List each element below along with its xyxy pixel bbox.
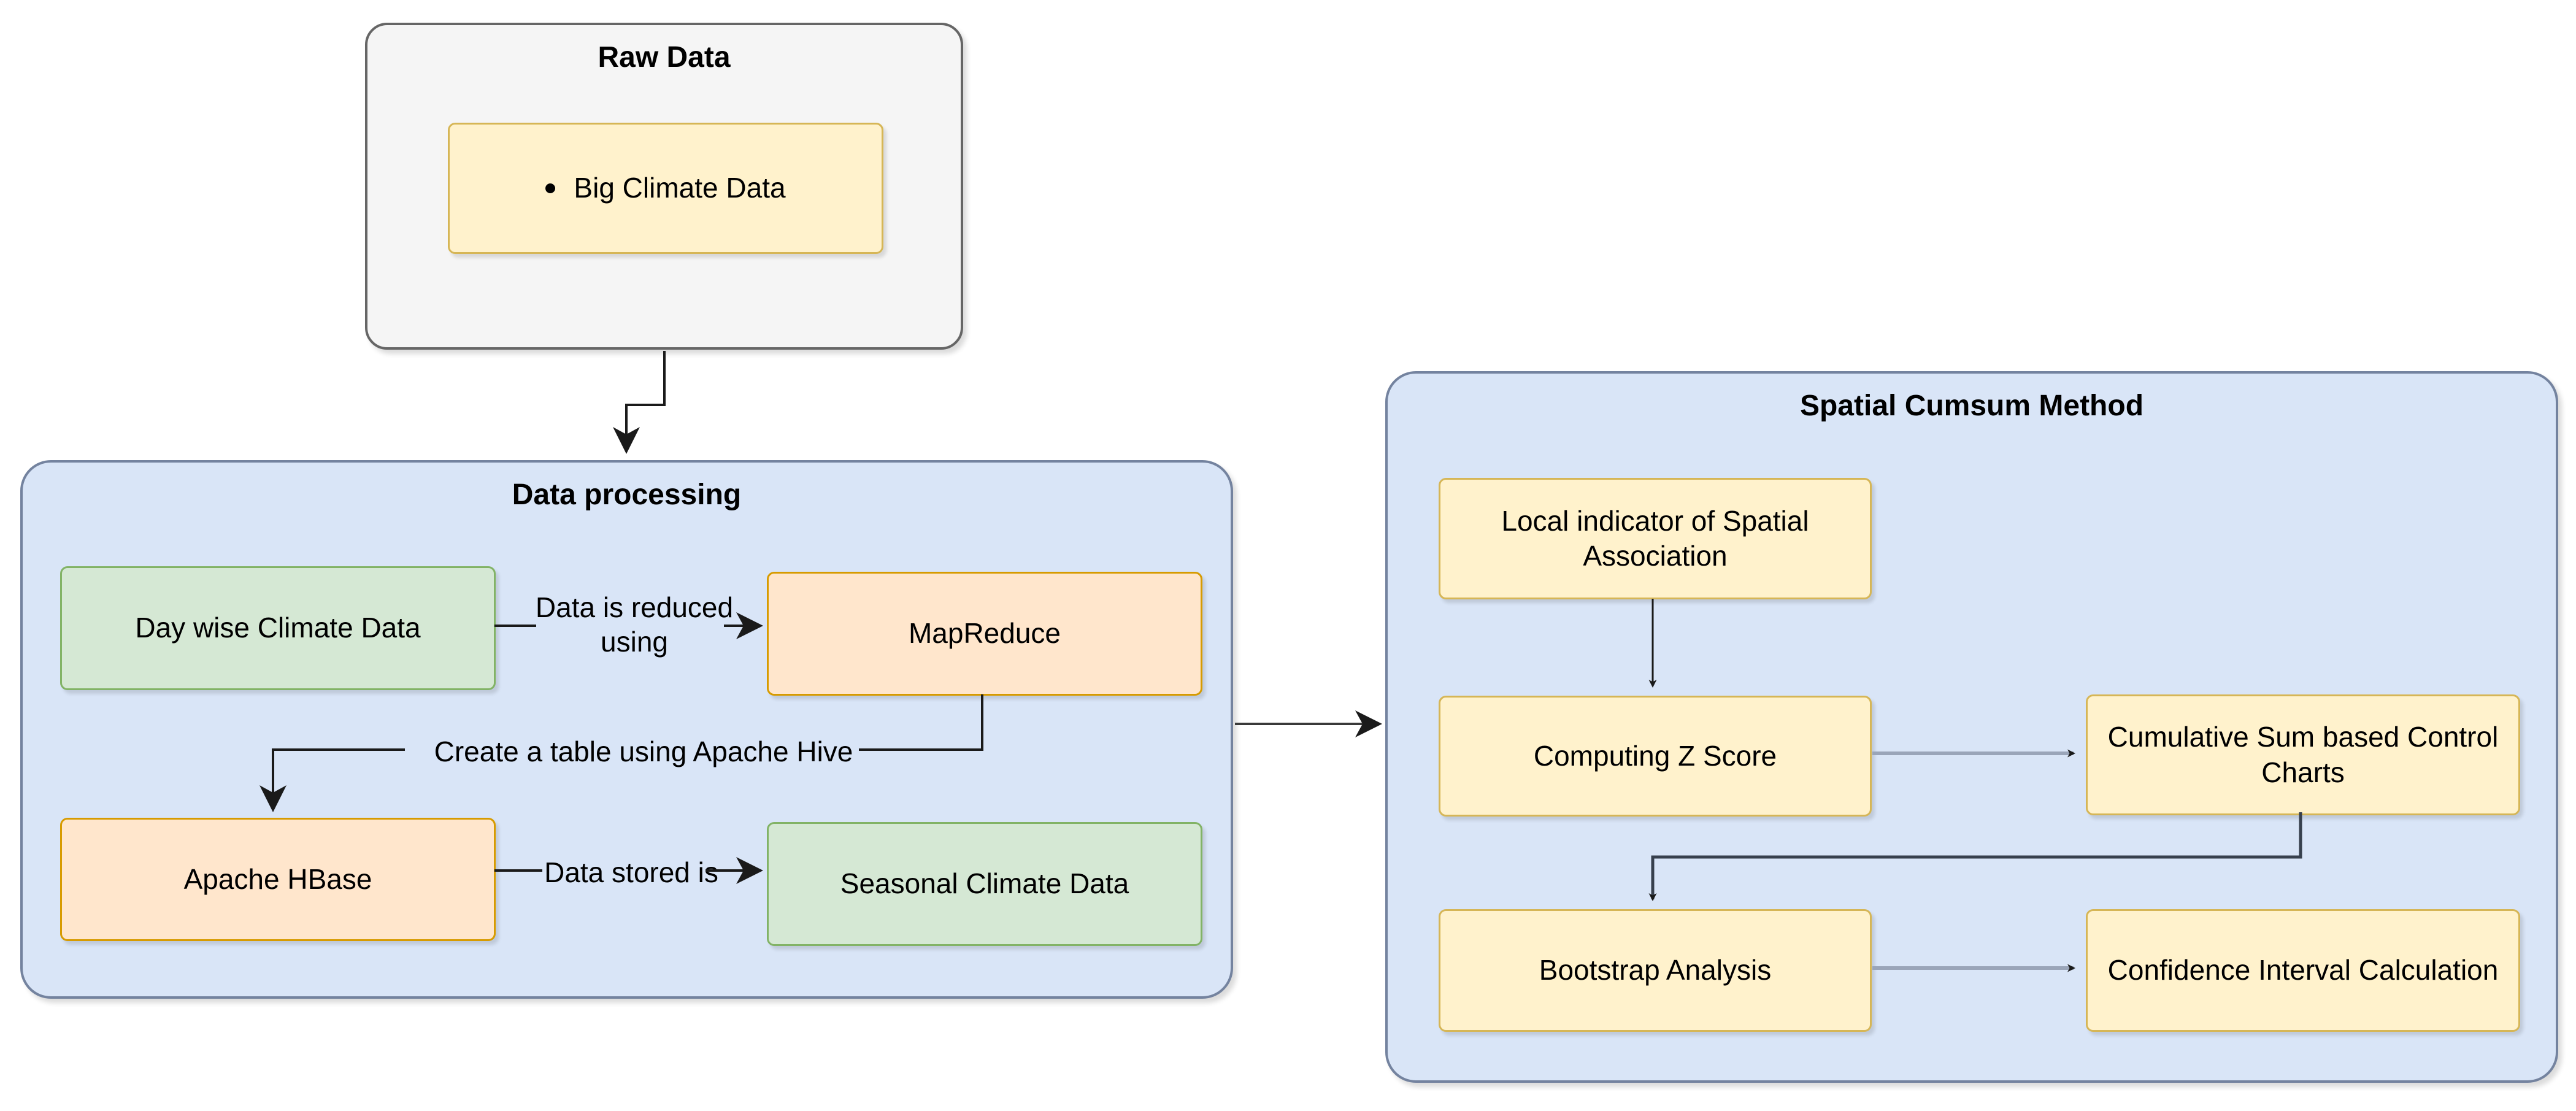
- node-computing-z-score: Computing Z Score: [1439, 696, 1872, 817]
- container-raw-data-title: Raw Data: [598, 41, 731, 74]
- edge-label-data-is-reduced-using: Data is reduced using: [535, 591, 734, 658]
- node-apache-hbase-label: Apache HBase: [183, 863, 372, 895]
- node-big-climate-data-label: Big Climate Data: [574, 172, 786, 204]
- node-map-reduce-label: MapReduce: [908, 617, 1061, 650]
- container-spatial-cumsum: Spatial Cumsum Method Local indicator of…: [1385, 371, 2558, 1083]
- node-seasonal-label: Seasonal Climate Data: [840, 867, 1129, 900]
- node-computing-z-score-label: Computing Z Score: [1533, 739, 1777, 772]
- node-bootstrap-analysis-label: Bootstrap Analysis: [1539, 954, 1772, 986]
- node-bootstrap-analysis: Bootstrap Analysis: [1439, 909, 1872, 1032]
- node-confidence-interval: Confidence Interval Calculation: [2086, 909, 2520, 1032]
- container-data-processing-title: Data processing: [512, 479, 742, 511]
- container-raw-data: Raw Data Big Climate Data: [365, 23, 963, 350]
- node-day-wise-label: Day wise Climate Data: [135, 612, 421, 644]
- edge-raw-to-processing: [613, 351, 666, 454]
- node-day-wise-climate-data: Day wise Climate Data: [60, 566, 496, 690]
- node-confidence-interval-label: Confidence Interval Calculation: [2107, 954, 2499, 986]
- edge-label-data-stored-is: Data stored is: [544, 856, 718, 888]
- node-local-indicator: Local indicator of Spatial Association: [1439, 478, 1872, 599]
- node-seasonal-climate-data: Seasonal Climate Data: [767, 822, 1202, 946]
- container-data-processing: Data processing Day wise Climate Data Ma…: [20, 460, 1233, 999]
- node-apache-hbase: Apache HBase: [60, 818, 496, 941]
- container-spatial-cumsum-title: Spatial Cumsum Method: [1799, 390, 2144, 422]
- node-big-climate-data: Big Climate Data: [448, 123, 883, 254]
- node-cumulative-sum-label: Cumulative Sum based Control Charts: [2107, 721, 2499, 788]
- node-map-reduce: MapReduce: [767, 572, 1202, 696]
- edge-label-create-table-hive: Create a table using Apache Hive: [434, 736, 853, 767]
- node-local-indicator-label: Local indicator of Spatial Association: [1501, 504, 1809, 572]
- node-cumulative-sum-control-charts: Cumulative Sum based Control Charts: [2086, 694, 2520, 815]
- bullet-icon: [545, 183, 556, 193]
